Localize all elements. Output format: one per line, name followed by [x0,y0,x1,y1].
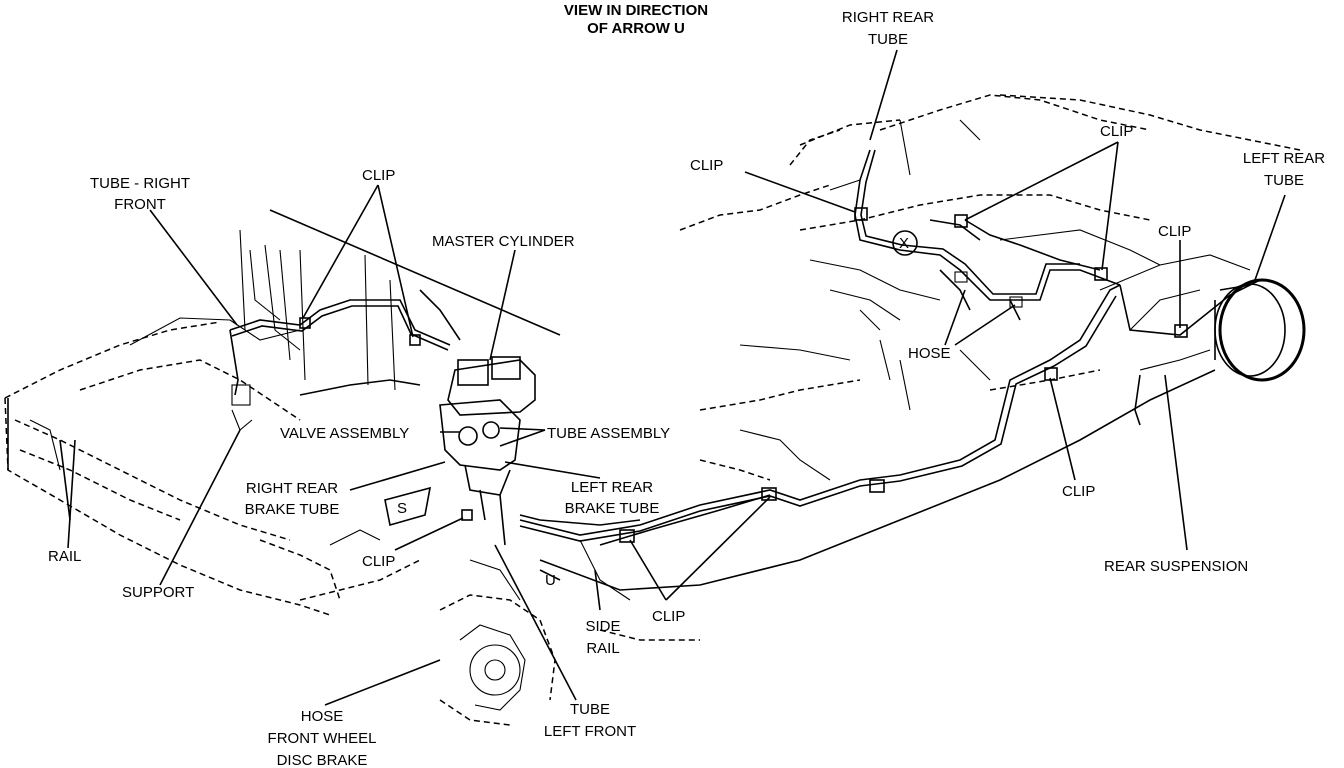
view-label-line2: OF ARROW U [587,20,685,37]
left-rear-brake-tube-label-line2: BRAKE TUBE [565,500,660,517]
rear-suspension-label: REAR SUSPENSION [1104,558,1248,575]
right-rear-tube-label-line2: TUBE [868,31,908,48]
hose-front-label-line1: HOSE [301,708,344,725]
brake-tubes-drawing [229,149,1261,546]
left-rear-tube-label-line1: LEFT REAR [1243,150,1325,167]
clip-upper-mid-label: CLIP [1100,123,1133,140]
tube-right-front-label-line2: FRONT [114,196,166,213]
right-rear-tube-label-line1: RIGHT REAR [842,9,934,26]
clip-top-right-label: CLIP [690,157,723,174]
master-cylinder-drawing [439,356,536,546]
right-rear-brake-tube-label-line1: RIGHT REAR [246,480,338,497]
marker-x: X [892,230,918,256]
marker-x-label: X [899,235,909,252]
hose-front-label-line3: DISC BRAKE [277,752,368,768]
left-rear-brake-tube-label-line1: LEFT REAR [571,479,653,496]
tube-right-front-label-line1: TUBE - RIGHT [90,175,190,192]
tube-left-front-label-line2: LEFT FRONT [544,723,636,740]
right-rear-brake-tube-label-line2: BRAKE TUBE [245,501,340,518]
tube-left-front-label-line1: TUBE [570,701,610,718]
valve-assembly-label: VALVE ASSEMBLY [280,425,409,442]
clip-right-label: CLIP [1158,223,1191,240]
clip-lower-left-label: CLIP [362,553,395,570]
tube-assembly-label: TUBE ASSEMBLY [547,425,670,442]
diagram-labels: VIEW IN DIRECTION OF ARROW U RIGHT REAR … [48,2,1325,768]
clip-lower-mid-label: CLIP [652,608,685,625]
clip-lower-right-label: CLIP [1062,483,1095,500]
support-label: SUPPORT [122,584,194,601]
master-cylinder-label: MASTER CYLINDER [432,233,575,250]
front-frame-drawing [4,209,561,726]
marker-u: U [539,569,561,589]
hose-rear-label: HOSE [908,345,951,362]
marker-s: S [384,486,432,527]
rail-label: RAIL [48,548,81,565]
hose-front-label-line2: FRONT WHEEL [268,730,377,747]
clips-drawing [299,207,1188,543]
view-label-line1: VIEW IN DIRECTION [564,2,708,19]
clip-upper-left-label: CLIP [362,167,395,184]
left-rear-tube-label-line2: TUBE [1264,172,1304,189]
side-rail-label-line2: RAIL [586,640,619,657]
marker-s-label: S [397,500,407,517]
marker-u-label: U [545,572,556,589]
side-rail-label-line1: SIDE [585,618,620,635]
leader-lines [67,49,1286,706]
